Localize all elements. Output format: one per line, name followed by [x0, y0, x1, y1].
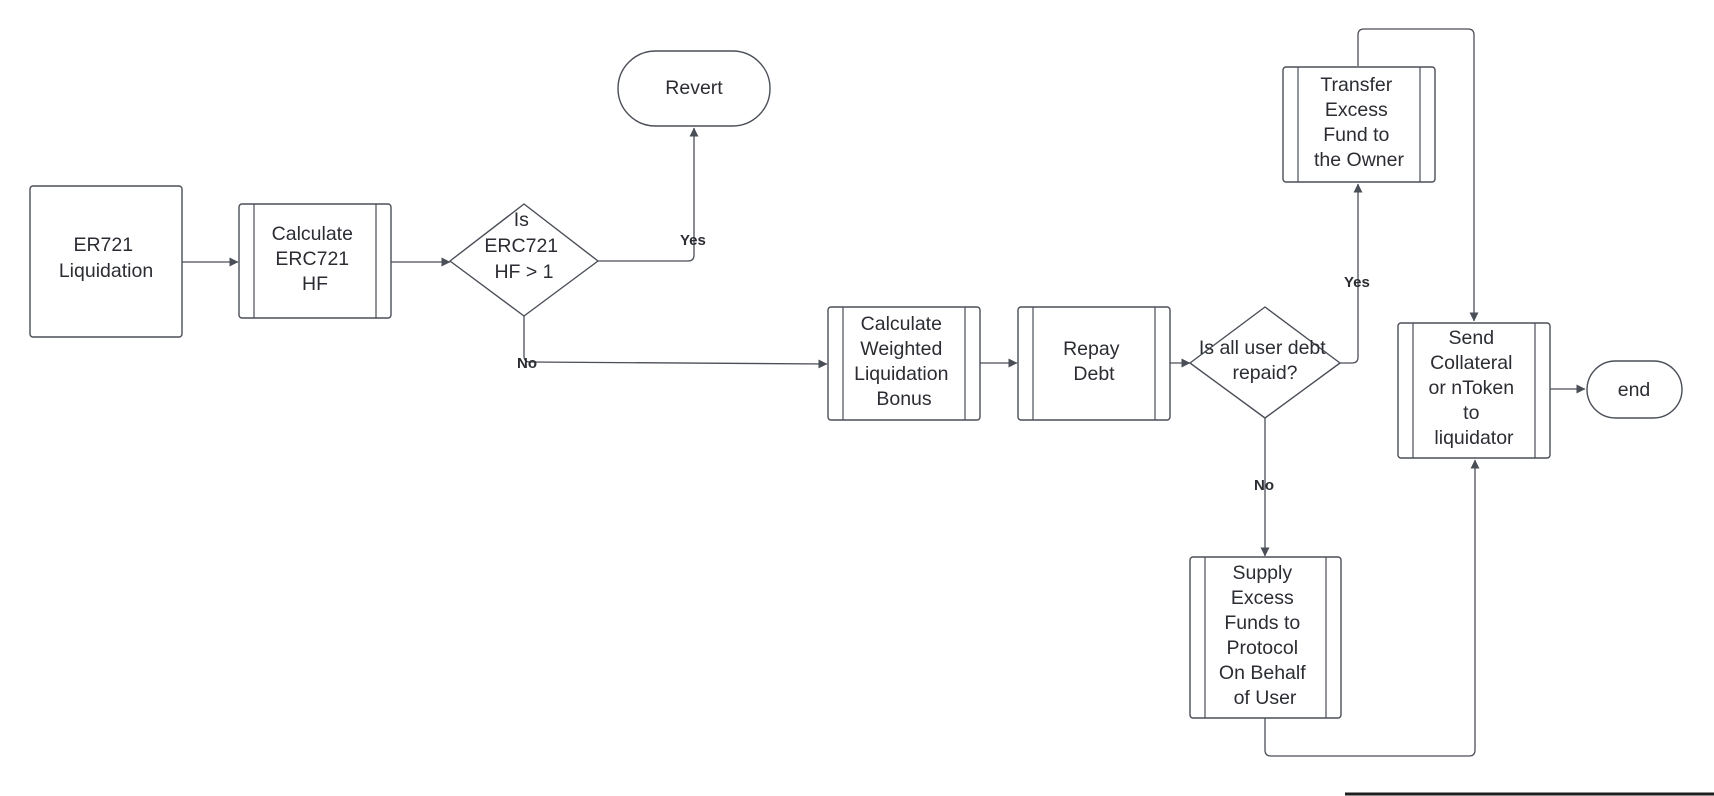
revert-label: Revert — [665, 77, 723, 99]
revert-terminal: Revert — [617, 50, 771, 127]
transfer-excess-label: Transfer Excess Fund to the Owner — [1314, 74, 1404, 171]
edge-label-debt-yes: Yes — [1344, 274, 1370, 291]
supply-excess-label: Supply Excess Funds to Protocol On Behal… — [1219, 562, 1311, 709]
calculate-bonus-process: Calculate Weighted Liquidation Bonus — [827, 306, 981, 421]
start-node: ER721 Liquidation — [29, 185, 183, 338]
calculate-bonus-label: Calculate Weighted Liquidation Bonus — [854, 313, 954, 410]
edge-transfer-to-send — [1357, 28, 1479, 322]
send-collateral-process: Send Collateral or nToken to liquidator — [1397, 322, 1551, 459]
edge-debt-yes-to-transfer — [1340, 183, 1363, 364]
send-collateral-label: Send Collateral or nToken to liquidator — [1428, 327, 1519, 449]
edge-label-hf-no: No — [517, 355, 537, 372]
end-label: end — [1618, 379, 1651, 401]
edge-supply-to-send — [1264, 459, 1480, 757]
start-node-label: ER721 Liquidation — [59, 234, 153, 282]
edge-label-debt-no: No — [1254, 477, 1274, 494]
calculate-hf-label: Calculate ERC721 HF — [272, 223, 359, 295]
calculate-hf-process: Calculate ERC721 HF — [238, 203, 392, 319]
hf-check-label: Is ERC721 HF > 1 — [484, 209, 563, 283]
transfer-excess-process: Transfer Excess Fund to the Owner — [1282, 66, 1436, 183]
debt-repaid-decision: Is all user debt repaid? — [1189, 306, 1341, 419]
repay-debt-process: Repay Debt — [1017, 306, 1171, 421]
edge-hf-yes-to-revert — [598, 127, 699, 262]
repay-debt-label: Repay Debt — [1063, 338, 1125, 385]
end-terminal: end — [1586, 360, 1683, 419]
edge-hf-no-to-calc-bonus — [523, 316, 828, 369]
supply-excess-process: Supply Excess Funds to Protocol On Behal… — [1189, 556, 1342, 719]
debt-repaid-label: Is all user debt repaid? — [1199, 337, 1331, 384]
edge-label-hf-yes: Yes — [680, 232, 706, 249]
hf-check-decision: Is ERC721 HF > 1 — [449, 203, 599, 317]
